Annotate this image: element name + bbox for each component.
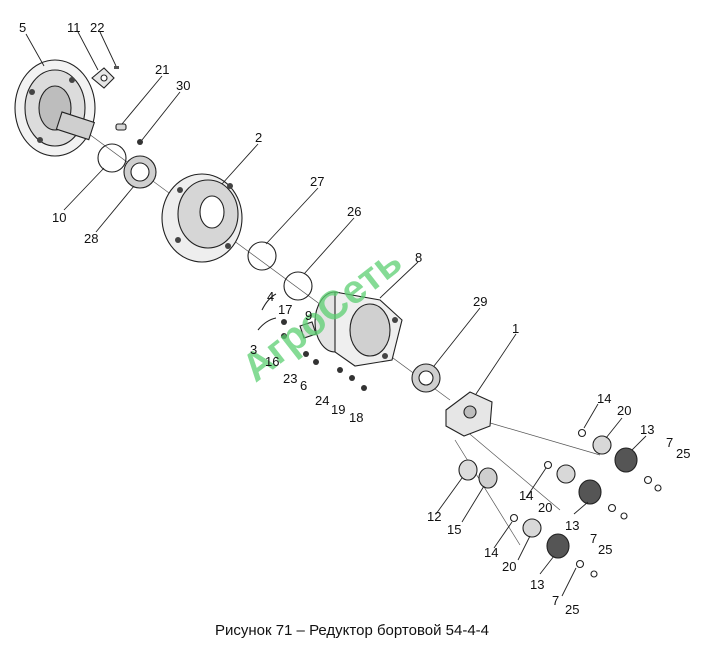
callout-21: 21 (155, 62, 169, 77)
part-30-ball (137, 139, 143, 145)
gear-set-a (577, 428, 662, 492)
callout-10: 10 (52, 210, 66, 225)
callout-28: 28 (84, 231, 98, 246)
part-10-ring (97, 143, 127, 173)
part-24-plug (337, 367, 343, 373)
callout-labels: 5 11 22 21 30 2 10 28 27 26 8 4 17 9 3 1… (19, 20, 690, 617)
part-16-fitting (281, 333, 287, 339)
part-23-fitting (303, 351, 309, 357)
callout-17: 17 (278, 302, 292, 317)
callout-15: 15 (447, 522, 461, 537)
callout-9: 9 (305, 308, 312, 323)
callout-16: 16 (265, 354, 279, 369)
part-15-ring (478, 467, 498, 489)
part-3-pipe (257, 317, 277, 331)
callout-6: 6 (300, 378, 307, 393)
callout-25-bot: 25 (565, 602, 579, 617)
leader-lines (25, 31, 647, 597)
part-1-carrier (445, 391, 493, 437)
callout-22: 22 (90, 20, 104, 35)
callout-25-mid: 25 (598, 542, 612, 557)
callout-1: 1 (512, 321, 519, 336)
part-26-ring (283, 271, 313, 301)
gear-set-b (543, 460, 628, 520)
callout-23: 23 (283, 371, 297, 386)
part-6-fitting (313, 359, 319, 365)
part-29-bearing (411, 363, 441, 393)
part-12-ring (458, 459, 478, 481)
gear-set-c (509, 513, 598, 578)
callout-12: 12 (427, 509, 441, 524)
callout-29: 29 (473, 294, 487, 309)
callout-13-bot: 13 (530, 577, 544, 592)
callout-18: 18 (349, 410, 363, 425)
part-4-pipe (261, 293, 277, 311)
callout-25-top: 25 (676, 446, 690, 461)
callout-26: 26 (347, 204, 361, 219)
part-19-plug (349, 375, 355, 381)
callout-2: 2 (255, 130, 262, 145)
callout-20-bot: 20 (502, 559, 516, 574)
part-27-ring (247, 241, 277, 271)
callout-14-top: 14 (597, 391, 611, 406)
callout-13-top: 13 (640, 422, 654, 437)
callout-24: 24 (315, 393, 329, 408)
callout-20-mid: 20 (538, 500, 552, 515)
callout-11: 11 (67, 20, 81, 35)
callout-20-top: 20 (617, 403, 631, 418)
callout-7-top: 7 (666, 435, 673, 450)
part-5-shaft-flange (14, 59, 96, 157)
callout-5: 5 (19, 20, 26, 35)
callout-30: 30 (176, 78, 190, 93)
part-9-bracket (299, 321, 317, 339)
callout-13-mid: 13 (565, 518, 579, 533)
callout-14-bot: 14 (484, 545, 498, 560)
part-18-plug (361, 385, 367, 391)
part-21-pin (115, 123, 127, 131)
callout-3: 3 (250, 342, 257, 357)
callout-14-mid: 14 (519, 488, 533, 503)
part-11-cover-plate (91, 67, 115, 89)
callout-7-mid: 7 (590, 531, 597, 546)
callout-27: 27 (310, 174, 324, 189)
callout-8: 8 (415, 250, 422, 265)
part-8-main-housing (314, 291, 403, 367)
part-17-fitting (281, 319, 287, 325)
part-22-bolt (114, 66, 119, 69)
part-2-housing-cover (161, 173, 243, 263)
part-28-bearing (123, 155, 157, 189)
callout-19: 19 (331, 402, 345, 417)
callout-7-bot: 7 (552, 593, 559, 608)
figure-caption: Рисунок 71 – Редуктор бортовой 54-4-4 (214, 622, 490, 639)
diagram-canvas: АгроСеть 5 11 22 21 30 2 10 28 27 26 8 4… (14, 20, 690, 617)
callout-4: 4 (267, 289, 274, 304)
